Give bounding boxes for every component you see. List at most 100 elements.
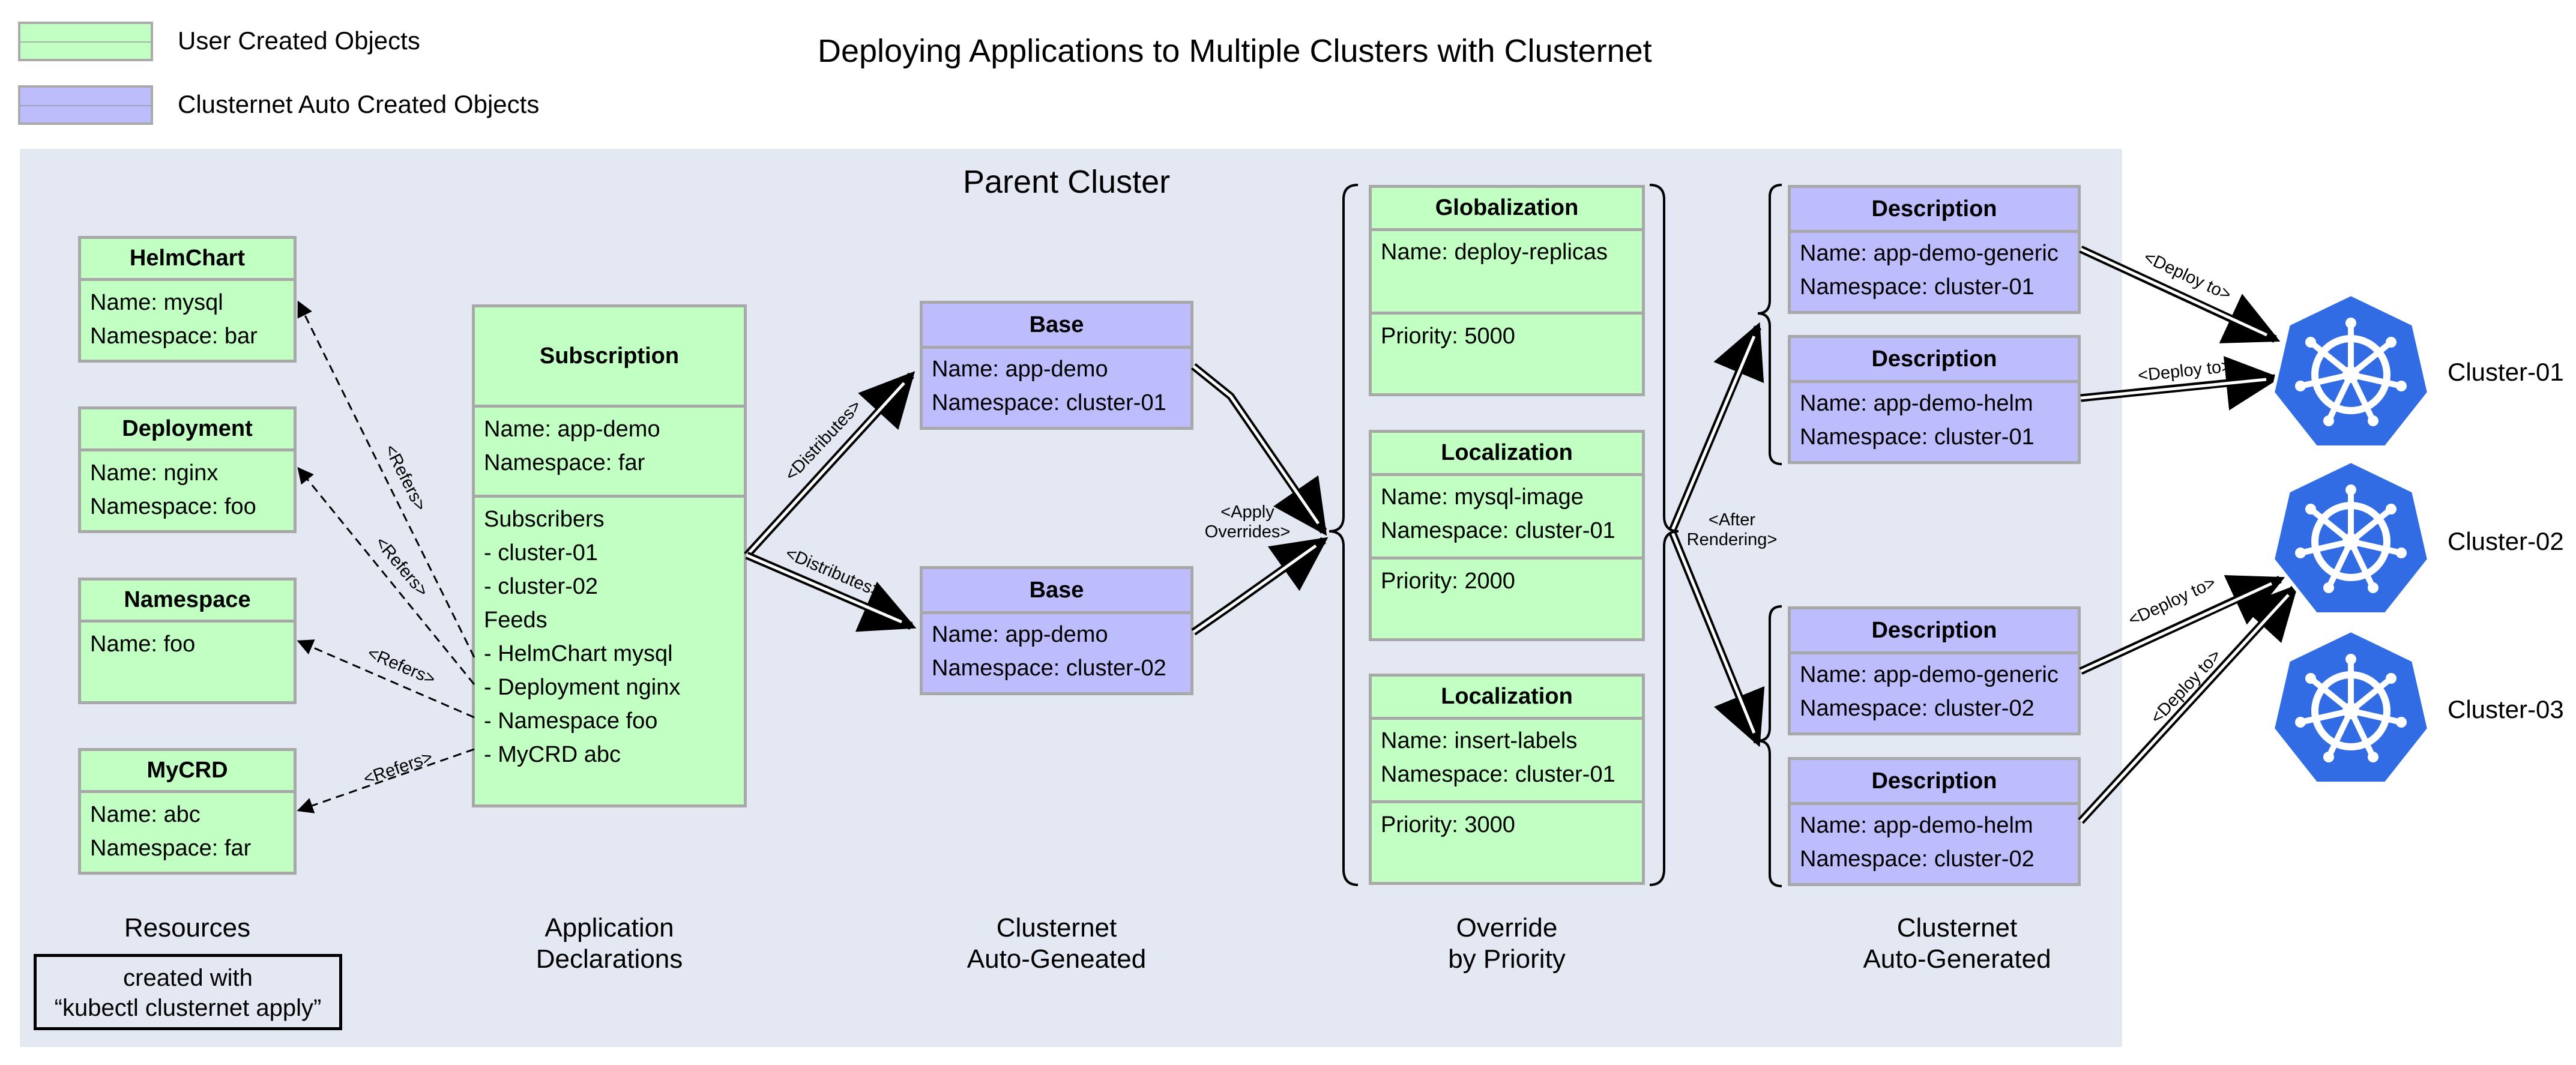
- deployment-title: Deployment: [81, 409, 294, 451]
- caption-line: by Priority: [1448, 944, 1566, 974]
- deployment-resource-box: Deployment Name: nginx Namespace: foo: [78, 406, 297, 533]
- override-divider: [1372, 800, 1642, 803]
- refers-label: <Refers>: [364, 644, 438, 689]
- description-namespace: Namespace: cluster-01: [1800, 274, 2035, 300]
- override-namespace: Namespace: cluster-01: [1381, 762, 1615, 787]
- override-name: Name: insert-labels: [1381, 728, 1578, 753]
- refers-label: <Refers>: [381, 442, 430, 514]
- subscription-line: - cluster-01: [484, 540, 599, 566]
- distributes-arrow-base-02: [745, 552, 917, 632]
- subscription-line: - Deployment nginx: [484, 675, 681, 700]
- deployment-namespace: Namespace: foo: [90, 494, 256, 519]
- namespace-name: Name: foo: [90, 632, 196, 657]
- after-rendering-label: Rendering>: [1687, 530, 1778, 549]
- distributes-arrow-base-01: [744, 371, 915, 558]
- cluster-label: Cluster-03: [2448, 695, 2564, 723]
- apply-overrides-label: Overrides>: [1205, 522, 1291, 542]
- override-globalization-box: Globalization Name: deploy-replicas Prio…: [1369, 185, 1645, 396]
- override-name: Name: deploy-replicas: [1381, 240, 1608, 265]
- kubernetes-wheel-icon: [2273, 294, 2429, 447]
- caption-resources: Resources: [67, 913, 307, 944]
- base-namespace: Namespace: cluster-01: [932, 390, 1166, 415]
- override-localization-box-2: Localization Name: insert-labels Namespa…: [1369, 674, 1645, 885]
- apply-overrides-label: <Apply: [1220, 502, 1274, 522]
- override-title: Localization: [1372, 433, 1642, 476]
- description-bracket-top: [1757, 184, 1782, 465]
- description-bracket-bottom: [1757, 605, 1782, 887]
- override-priority: Priority: 3000: [1381, 812, 1515, 837]
- caption-app-declarations: Application Declarations: [489, 913, 729, 975]
- description-namespace: Namespace: cluster-02: [1800, 846, 2035, 872]
- note-line: “kubectl clusternet apply”: [54, 995, 322, 1021]
- legend-auto-swatch: [18, 85, 153, 125]
- description-name: Name: app-demo-generic: [1800, 662, 2059, 687]
- deployment-name: Name: nginx: [90, 460, 219, 486]
- override-namespace: Namespace: cluster-01: [1381, 518, 1615, 543]
- note-line: created with: [123, 965, 253, 991]
- kubernetes-wheel-icon: [2273, 461, 2429, 614]
- mycrd-namespace: Namespace: far: [90, 836, 252, 861]
- legend-auto-label: Clusternet Auto Created Objects: [178, 90, 540, 118]
- subscription-line: - cluster-02: [484, 574, 599, 599]
- refers-arrow-namespace: [297, 639, 475, 719]
- description-namespace: Namespace: cluster-01: [1800, 424, 2035, 450]
- subscription-box: Subscription Name: app-demo Namespace: f…: [472, 304, 747, 807]
- legend-user-swatch: [18, 22, 153, 61]
- base-namespace: Namespace: cluster-02: [932, 656, 1166, 681]
- description-box-helm-cluster-02: Description Name: app-demo-helm Namespac…: [1788, 757, 2081, 886]
- override-priority: Priority: 2000: [1381, 569, 1515, 594]
- after-rendering-arrow-02: [1668, 529, 1765, 747]
- base-name: Name: app-demo: [932, 622, 1108, 647]
- deploy-to-label: <Deploy to>: [2126, 573, 2219, 630]
- override-name: Name: mysql-image: [1381, 484, 1584, 510]
- helmchart-title: HelmChart: [81, 239, 294, 281]
- description-namespace: Namespace: cluster-02: [1800, 696, 2035, 721]
- deploy-to-label: <Deploy to>: [2147, 646, 2225, 728]
- cluster-label: Cluster-01: [2448, 358, 2564, 386]
- helmchart-name: Name: mysql: [90, 290, 223, 315]
- override-right-bracket: [1649, 184, 1679, 886]
- base-name: Name: app-demo: [932, 357, 1108, 382]
- helmchart-namespace: Namespace: bar: [90, 324, 258, 349]
- kubectl-note-box: created with “kubectl clusternet apply”: [34, 954, 342, 1030]
- refers-label: <Refers>: [371, 533, 432, 600]
- refers-arrow-mycrd: [297, 748, 475, 813]
- kubernetes-wheel-icon: [2273, 630, 2429, 783]
- description-title: Description: [1791, 760, 2078, 805]
- description-box-generic-cluster-01: Description Name: app-demo-generic Names…: [1788, 185, 2081, 314]
- legend-user-label: User Created Objects: [178, 26, 420, 55]
- caption-auto-generated-2: Clusternet Auto-Generated: [1837, 913, 2077, 975]
- mycrd-resource-box: MyCRD Name: abc Namespace: far: [78, 748, 297, 875]
- caption-auto-generated-1: Clusternet Auto-Geneated: [937, 913, 1177, 975]
- refers-arrow-deployment: [297, 466, 475, 685]
- after-rendering-label: <After: [1709, 510, 1756, 529]
- diagram-title: Deploying Applications to Multiple Clust…: [818, 33, 1652, 69]
- refers-arrow-helmchart: [297, 300, 475, 658]
- subscription-divider: [475, 495, 744, 498]
- description-name: Name: app-demo-helm: [1800, 391, 2033, 416]
- deploy-to-arrow-2: [2080, 356, 2281, 411]
- description-box-generic-cluster-02: Description Name: app-demo-generic Names…: [1788, 606, 2081, 735]
- caption-line: Clusternet: [996, 913, 1117, 943]
- override-divider: [1372, 557, 1642, 560]
- refers-label: <Refers>: [361, 747, 435, 789]
- cluster-label: Cluster-02: [2448, 527, 2564, 555]
- base-title: Base: [923, 569, 1190, 614]
- base-box-cluster-02: Base Name: app-demo Namespace: cluster-0…: [920, 566, 1193, 695]
- caption-override: Override by Priority: [1387, 913, 1627, 975]
- subscription-line: Subscribers: [484, 507, 605, 532]
- caption-line: Clusternet: [1896, 913, 2018, 943]
- caption-line: Auto-Generated: [1863, 944, 2051, 974]
- helmchart-resource-box: HelmChart Name: mysql Namespace: bar: [78, 236, 297, 363]
- description-title: Description: [1791, 609, 2078, 654]
- base-box-cluster-01: Base Name: app-demo Namespace: cluster-0…: [920, 301, 1193, 430]
- caption-line: Auto-Geneated: [967, 944, 1147, 974]
- mycrd-name: Name: abc: [90, 802, 201, 827]
- description-name: Name: app-demo-helm: [1800, 813, 2033, 838]
- deploy-to-arrow-1: [2079, 246, 2281, 343]
- namespace-resource-box: Namespace Name: foo: [78, 578, 297, 704]
- caption-line: Override: [1456, 913, 1558, 943]
- override-divider: [1372, 312, 1642, 315]
- parent-cluster-label: Parent Cluster: [963, 164, 1171, 200]
